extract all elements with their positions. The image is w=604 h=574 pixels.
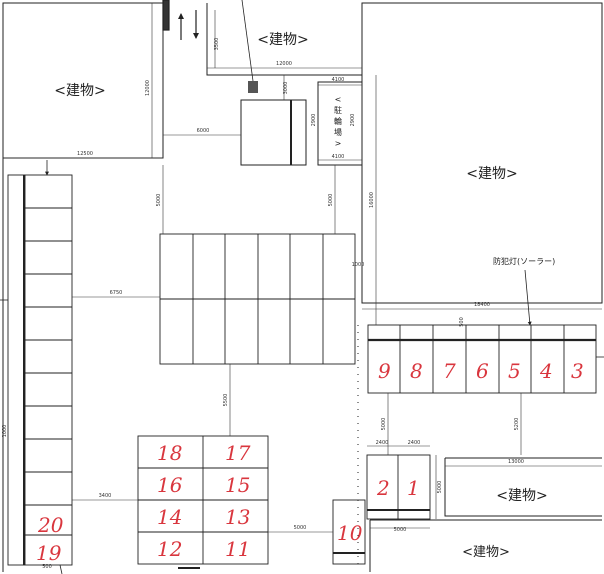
space-5: 5 xyxy=(508,359,521,383)
dim-2400-a: 2400 xyxy=(376,440,389,446)
dim-12000-left: 12000 xyxy=(145,80,151,96)
space-7: 7 xyxy=(443,359,456,383)
bike-parking-char-1: < xyxy=(335,95,342,104)
space-1: 1 xyxy=(407,476,420,500)
dim-13000: 13000 xyxy=(508,459,524,465)
dim-12500: 12500 xyxy=(77,151,93,157)
spaces-1-2-stalls xyxy=(366,454,431,520)
space-18: 18 xyxy=(157,441,182,465)
dim-5000-c: 5000 xyxy=(381,418,387,431)
space-3: 3 xyxy=(571,359,584,383)
space-20: 20 xyxy=(37,513,64,537)
space-2: 2 xyxy=(376,476,390,500)
dim-2900: 2900 xyxy=(311,114,317,127)
space-6: 6 xyxy=(476,359,489,383)
arrow-bottom-left xyxy=(59,564,63,574)
right-parking-row xyxy=(367,324,597,394)
dim-5000-v: 5000 xyxy=(437,481,443,494)
shelter-outline xyxy=(240,99,307,166)
dim-2900-b: 2900 xyxy=(350,114,356,127)
dim-5500: 5500 xyxy=(223,394,229,407)
bike-parking-outline xyxy=(317,81,363,166)
bottom-center-grid xyxy=(137,435,269,569)
building-outline-right xyxy=(361,2,603,304)
dimension-lines xyxy=(3,3,602,533)
building-label-lower-right: <建物> xyxy=(496,488,547,504)
dim-18400: 18400 xyxy=(474,302,490,308)
space-10: 10 xyxy=(337,521,363,545)
space-19: 19 xyxy=(36,541,62,565)
bike-parking-char-5: > xyxy=(335,139,342,148)
bike-parking-char-2: 駐 xyxy=(334,105,342,115)
dim-5000-a: 5000 xyxy=(156,194,162,207)
dim-1000-r: 1000 xyxy=(352,262,365,268)
space-16: 16 xyxy=(157,473,183,497)
space-17: 17 xyxy=(225,441,251,465)
dim-16000: 16000 xyxy=(369,192,375,208)
machine-icon xyxy=(248,81,258,93)
space-11: 11 xyxy=(225,537,250,561)
left-parking-column xyxy=(7,174,73,566)
dim-5000-b: 5000 xyxy=(328,194,334,207)
building-label-top-left: <建物> xyxy=(54,83,105,99)
building-outline-bottom-right xyxy=(369,519,602,572)
center-parking-grid xyxy=(159,233,356,365)
dim-6750: 6750 xyxy=(110,290,123,296)
dim-500-b: 500 xyxy=(42,564,52,570)
bike-parking-area: < 駐 輪 場 > xyxy=(240,81,363,166)
dim-5000-e: 5000 xyxy=(294,525,307,531)
left-column-outline xyxy=(7,174,73,566)
dim-6000: 6000 xyxy=(197,128,210,134)
space-13: 13 xyxy=(225,505,250,529)
dim-12000-top: 12000 xyxy=(276,61,292,67)
building-label-right: <建物> xyxy=(466,166,517,182)
gate-post xyxy=(162,0,170,31)
dim-5200: 5200 xyxy=(514,418,520,431)
equipment xyxy=(241,0,258,93)
dim-1000-l: 1000 xyxy=(2,425,8,438)
security-light-label: 防犯灯(ソーラー) xyxy=(493,256,555,266)
dim-2400-b: 2400 xyxy=(408,440,421,446)
spaces-1-2-outline xyxy=(366,454,431,520)
dim-3400: 3400 xyxy=(99,493,112,499)
space-15: 15 xyxy=(225,473,250,497)
bike-parking-char-3: 輪 xyxy=(334,116,342,126)
dim-3500: 3500 xyxy=(214,38,220,51)
building-outline-lower-right xyxy=(444,457,602,517)
bike-parking-char-4: 場 xyxy=(334,127,342,137)
space-14: 14 xyxy=(157,505,182,529)
dim-4100-bot: 4100 xyxy=(332,154,345,160)
building-label-top-center: <建物> xyxy=(257,32,308,48)
space-9: 9 xyxy=(378,359,391,383)
dim-3000: 3000 xyxy=(283,82,289,95)
pointer-arrows xyxy=(0,160,604,574)
space-4: 4 xyxy=(539,359,553,383)
entrance-arrows xyxy=(162,0,199,40)
dim-5000-d: 5000 xyxy=(394,527,407,533)
security-light-leader xyxy=(524,269,532,326)
leader-line-machine xyxy=(241,0,254,82)
building-outline-top-left xyxy=(2,2,164,159)
building-label-bottom-right: <建物> xyxy=(462,545,510,560)
dim-500: 500 xyxy=(459,317,465,327)
dim-4100-top: 4100 xyxy=(332,77,345,83)
space-8: 8 xyxy=(410,359,423,383)
right-row-outline xyxy=(367,324,597,394)
space-12: 12 xyxy=(157,537,182,561)
